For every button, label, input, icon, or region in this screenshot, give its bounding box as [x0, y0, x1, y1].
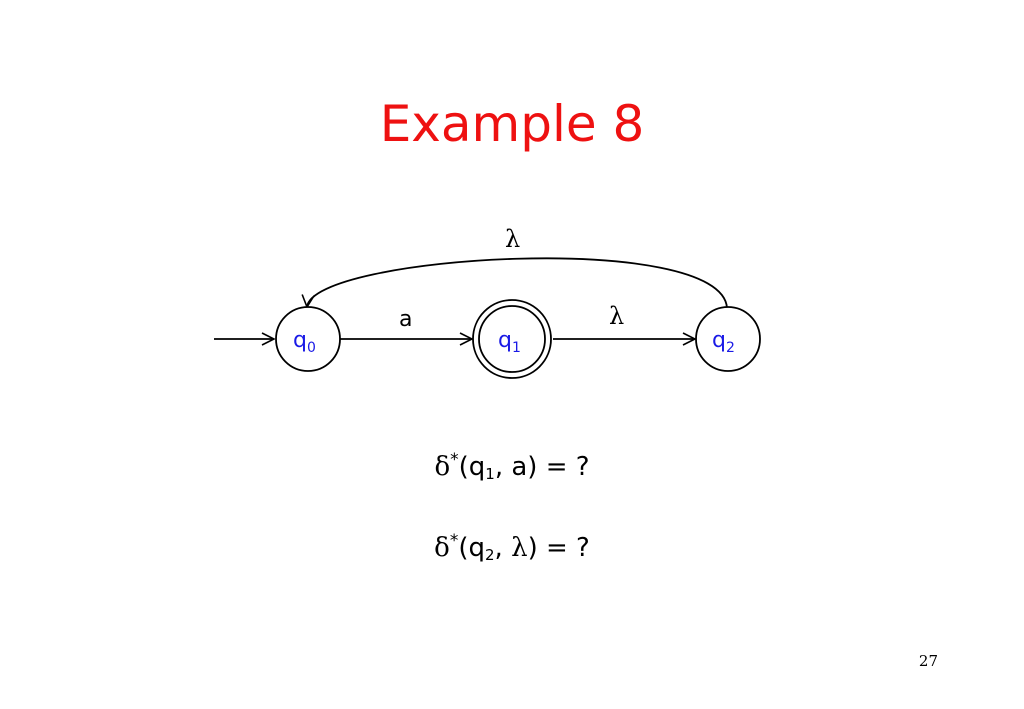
- question-1-sep: ,: [494, 452, 504, 482]
- state-q1-sub: 1: [512, 340, 521, 356]
- question-1-open: (: [458, 452, 469, 482]
- state-q0-name: q: [293, 328, 307, 353]
- question-2-func: δ: [434, 533, 450, 563]
- question-2: δ*(q2, λ) = ?: [0, 531, 1024, 564]
- transition-q2-q0: [307, 257, 728, 308]
- question-2-sep: ,: [494, 533, 503, 563]
- question-1-star: *: [450, 450, 459, 470]
- state-q2-name: q: [712, 328, 726, 353]
- question-1-func: δ: [434, 452, 451, 482]
- question-2-close: ) = ?: [527, 533, 590, 563]
- state-q0: q0: [275, 306, 341, 372]
- question-2-open: (: [458, 533, 469, 563]
- question-2-sub: 2: [485, 546, 495, 564]
- svg-text:q0: q0: [293, 328, 316, 356]
- question-1: δ*(q1, a) = ?: [0, 450, 1024, 483]
- state-q2-sub: 2: [726, 340, 735, 356]
- label-q1-q2: λ: [609, 302, 624, 330]
- question-1-sub: 1: [485, 465, 495, 483]
- question-2-symbol: λ: [511, 533, 528, 563]
- question-2-star: *: [449, 531, 459, 551]
- state-q2: q2: [695, 306, 761, 372]
- question-1-close: ) = ?: [527, 452, 590, 482]
- state-q1-name: q: [498, 328, 512, 353]
- state-q1: q1: [472, 299, 552, 379]
- question-1-state: q: [468, 452, 486, 482]
- label-q2-q0: λ: [505, 225, 520, 253]
- label-q0-q1: a: [399, 307, 412, 332]
- svg-text:q2: q2: [712, 328, 735, 356]
- svg-text:q1: q1: [498, 328, 521, 356]
- question-2-state: q: [468, 533, 485, 563]
- page-number: 27: [918, 652, 938, 670]
- state-q0-sub: 0: [307, 340, 316, 356]
- question-1-symbol: a: [511, 452, 528, 482]
- slide-title: Example 8: [379, 95, 645, 153]
